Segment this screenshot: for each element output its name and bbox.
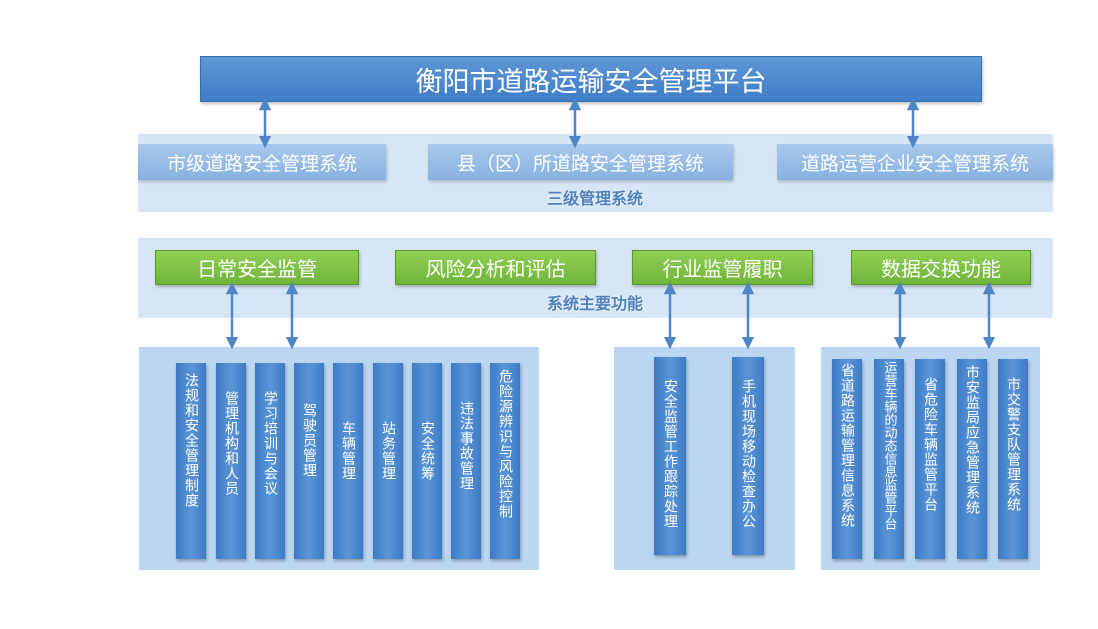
industry-panel (614, 347, 795, 570)
daily-item: 站务管理 (373, 363, 403, 559)
daily-item: 车辆管理 (333, 363, 363, 559)
daily-item-label: 法规和安全管理制度 (183, 373, 199, 508)
exchange-item-label: 省道路运输管理信息系统 (839, 363, 855, 528)
exchange-item-label: 市安监局应急管理系统 (964, 365, 980, 515)
daily-item-label: 安全统筹 (419, 421, 435, 481)
exchange-item-label: 市交警支队管理系统 (1005, 377, 1021, 512)
exchange-item: 运营车辆的动态信息监管平台 (874, 359, 904, 559)
function-data-exchange: 数据交换功能 (851, 250, 1031, 285)
exchange-item-label: 省危险车辆监管平台 (922, 377, 938, 512)
industry-item-label: 安全监管工作跟踪处理 (662, 379, 678, 529)
exchange-item: 省危险车辆监管平台 (915, 359, 945, 559)
function-risk-analysis: 风险分析和评估 (395, 250, 596, 285)
function-daily-supervision: 日常安全监管 (155, 250, 359, 285)
daily-item: 法规和安全管理制度 (176, 363, 206, 559)
county-system-box: 县（区）所道路安全管理系统 (428, 144, 733, 180)
daily-item-label: 学习培训与会议 (262, 391, 278, 496)
daily-item: 学习培训与会议 (255, 363, 285, 559)
exchange-item-label: 运营车辆的动态信息监管平台 (881, 361, 897, 530)
exchange-item: 省道路运输管理信息系统 (832, 359, 862, 559)
functions-label: 系统主要功能 (546, 294, 643, 313)
platform-title: 衡阳市道路运输安全管理平台 (200, 56, 982, 102)
function-industry-duty: 行业监管履职 (632, 250, 813, 285)
industry-item-label: 手机现场移动检查办公 (740, 379, 756, 529)
daily-item-label: 危险源辨识与风险控制 (497, 369, 513, 519)
daily-item-label: 管理机构和人员 (223, 391, 239, 496)
industry-item: 手机现场移动检查办公 (732, 357, 764, 555)
industry-item: 安全监管工作跟踪处理 (654, 357, 686, 555)
tier-label: 三级管理系统 (546, 189, 643, 208)
exchange-item: 市安监局应急管理系统 (957, 359, 987, 559)
daily-item-label: 违法事故管理 (458, 401, 474, 491)
enterprise-system-box: 道路运营企业安全管理系统 (777, 144, 1053, 180)
city-system-box: 市级道路安全管理系统 (138, 144, 386, 180)
exchange-item: 市交警支队管理系统 (998, 359, 1028, 559)
daily-item-label: 站务管理 (380, 421, 396, 481)
daily-item: 安全统筹 (412, 363, 442, 559)
daily-item: 管理机构和人员 (216, 363, 246, 559)
daily-item: 驾驶员管理 (294, 363, 324, 559)
daily-item-label: 驾驶员管理 (301, 403, 317, 478)
daily-item: 违法事故管理 (451, 363, 481, 559)
daily-item-label: 车辆管理 (340, 421, 356, 481)
daily-item: 危险源辨识与风险控制 (490, 363, 520, 559)
